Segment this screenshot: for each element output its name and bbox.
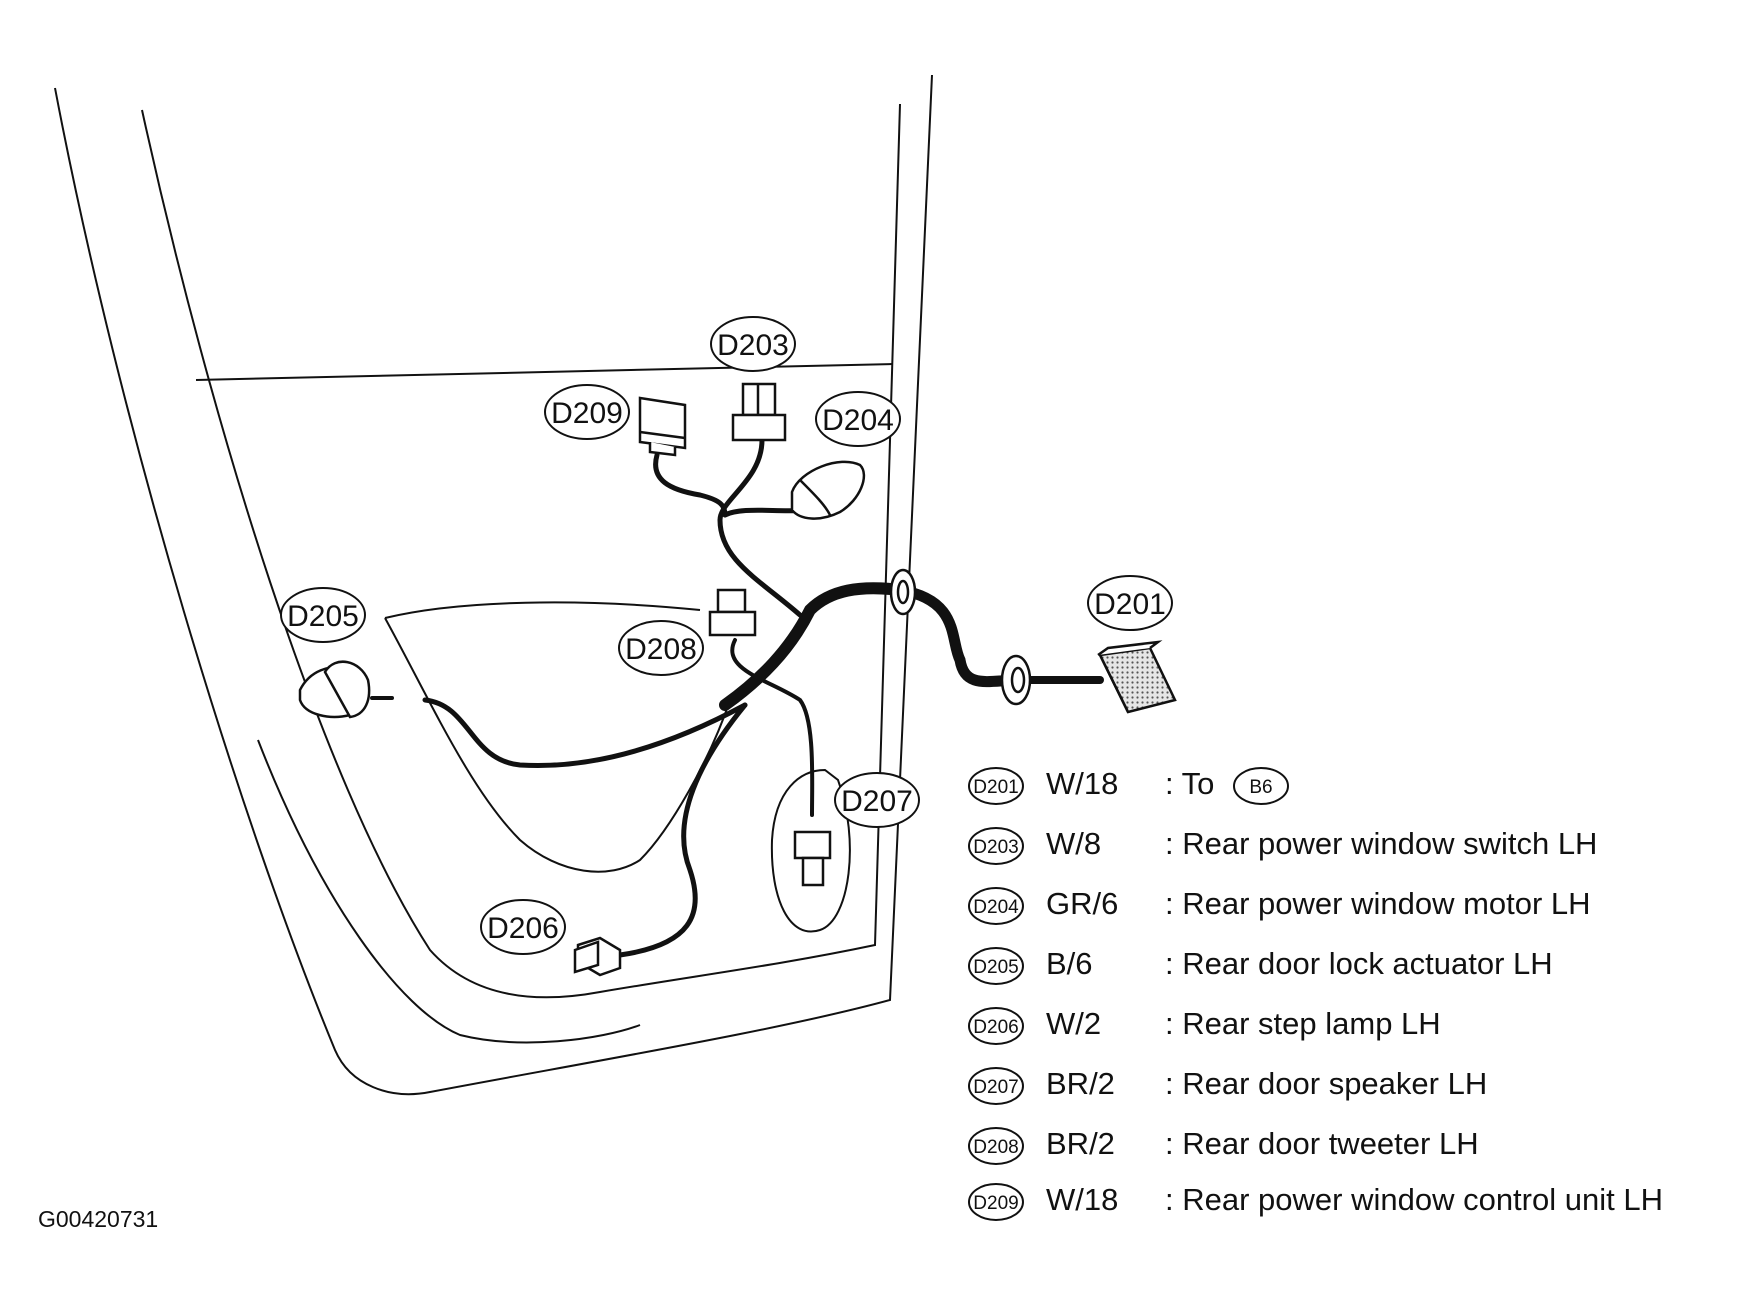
connector-d207-shape <box>793 830 832 887</box>
callout-label-d209: D209 <box>551 397 623 430</box>
main-trunk <box>719 582 906 711</box>
door-panel-outline <box>54 74 933 1096</box>
legend-row-d206: D206 W/2 : Rear step lamp LH <box>968 1006 1441 1045</box>
legend-desc-d209: : Rear power window control unit LH <box>1165 1182 1663 1217</box>
legend-code-d206: D206 <box>973 1017 1018 1038</box>
grommets <box>889 568 1032 706</box>
legend-row-d201: D201 W/18 : To B6 <box>968 766 1289 805</box>
door-outer-edge <box>54 74 933 1096</box>
callout-d201: D201 <box>1087 575 1173 631</box>
callout-d205: D205 <box>280 587 366 643</box>
wire-harness <box>370 437 1104 958</box>
wire-d203 <box>717 437 803 618</box>
wire-d206 <box>617 702 748 958</box>
connector-d205-shape <box>298 660 371 719</box>
legend-wire-d206: W/2 <box>1046 1006 1101 1041</box>
legend-code-d208: D208 <box>973 1137 1018 1158</box>
connector-legend: D201 W/18 : To B6 D203 W/8 : Rear power … <box>968 766 1663 1221</box>
legend-desc-d206: : Rear step lamp LH <box>1165 1006 1441 1041</box>
legend-row-d203: D203 W/8 : Rear power window switch LH <box>968 826 1597 865</box>
legend-row-d208: D208 BR/2 : Rear door tweeter LH <box>968 1126 1479 1165</box>
legend-wire-d205: B/6 <box>1046 946 1093 981</box>
legend-wire-d203: W/8 <box>1046 826 1101 861</box>
grommet-inner <box>896 579 910 605</box>
legend-code-d204: D204 <box>973 897 1019 918</box>
speaker-outline <box>770 768 851 933</box>
window-sill-line <box>195 363 894 381</box>
legend-desc-d205: : Rear door lock actuator LH <box>1165 946 1553 981</box>
callout-label-d201: D201 <box>1094 588 1166 621</box>
legend-wire-d207: BR/2 <box>1046 1066 1115 1101</box>
door-inner-edge <box>141 103 901 999</box>
callout-d209: D209 <box>544 384 630 440</box>
armrest-pocket-line <box>384 601 731 873</box>
legend-row-d205: D205 B/6 : Rear door lock actuator LH <box>968 946 1553 985</box>
legend-code-d201: D201 <box>973 777 1018 798</box>
legend-wire-d204: GR/6 <box>1046 886 1118 921</box>
callout-d206: D206 <box>480 899 566 955</box>
legend-row-d207: D207 BR/2 : Rear door speaker LH <box>968 1066 1487 1105</box>
legend-code-d205: D205 <box>973 957 1018 978</box>
callout-label-d203: D203 <box>717 329 789 362</box>
legend-desc-d201: : To <box>1165 766 1214 801</box>
figure-id: G00420731 <box>38 1206 158 1232</box>
legend-ref-b6: B6 <box>1249 777 1272 798</box>
connector-shapes <box>298 382 1177 977</box>
legend-code-d209: D209 <box>973 1193 1018 1214</box>
lower-trim-line <box>257 739 641 1044</box>
callout-d207: D207 <box>834 772 920 828</box>
legend-wire-d201: W/18 <box>1046 766 1118 801</box>
trunk-to-d201 <box>894 584 1026 688</box>
callout-label-d208: D208 <box>625 633 697 666</box>
wire-d205 <box>422 697 748 769</box>
legend-wire-d208: BR/2 <box>1046 1126 1115 1161</box>
callout-label-d206: D206 <box>487 912 559 945</box>
callout-d203: D203 <box>710 316 796 372</box>
legend-code-d203: D203 <box>973 837 1018 858</box>
wire-d209 <box>653 452 728 518</box>
connector-d201-shape <box>1097 640 1177 714</box>
connector-d208-shape <box>708 588 757 637</box>
connector-d203-shape <box>731 382 787 442</box>
connector-d209-shape <box>638 396 687 457</box>
legend-wire-d209: W/18 <box>1046 1182 1118 1217</box>
legend-desc-d207: : Rear door speaker LH <box>1165 1066 1487 1101</box>
wire-d208 <box>730 638 815 817</box>
callout-d208: D208 <box>618 620 704 676</box>
callout-label-d207: D207 <box>841 785 913 818</box>
legend-row-d204: D204 GR/6 : Rear power window motor LH <box>968 886 1591 925</box>
legend-code-d207: D207 <box>973 1077 1018 1098</box>
callout-label-d204: D204 <box>822 404 894 437</box>
callout-label-d205: D205 <box>287 600 359 633</box>
grommet-body-inner <box>1010 666 1026 694</box>
legend-desc-d204: : Rear power window motor LH <box>1165 886 1591 921</box>
legend-desc-d203: : Rear power window switch LH <box>1165 826 1597 861</box>
callout-d204: D204 <box>815 391 901 447</box>
connector-d206-shape <box>573 936 622 977</box>
legend-row-d209: D209 W/18 : Rear power window control un… <box>968 1182 1663 1221</box>
legend-desc-d208: : Rear door tweeter LH <box>1165 1126 1479 1161</box>
connector-d204-shape <box>790 460 866 520</box>
